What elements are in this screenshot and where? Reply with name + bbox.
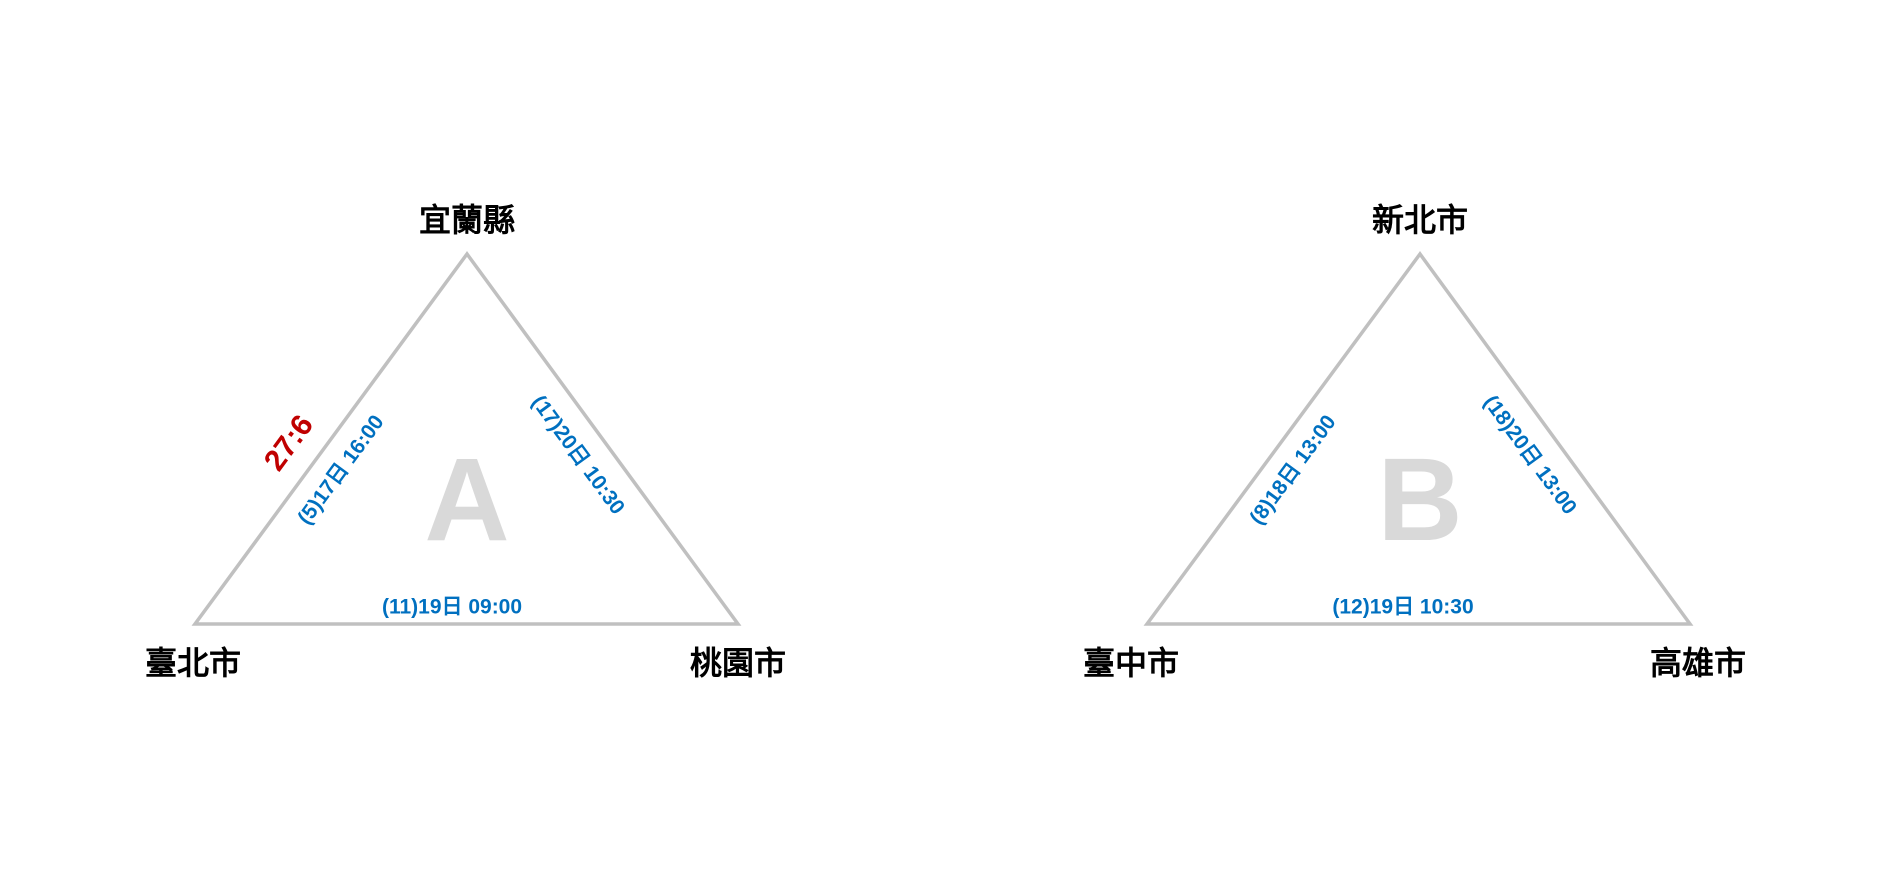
match-bottom-edge: (12)19日 10:30 — [1332, 596, 1473, 619]
team-top: 宜蘭縣 — [419, 202, 515, 238]
group-a-triangle — [191, 251, 742, 626]
group-a-letter: A — [424, 434, 509, 566]
group-b-letter: B — [1377, 434, 1462, 566]
team-bottom-right: 桃園市 — [690, 645, 786, 681]
group-a: A 宜蘭縣 臺北市 桃園市 (5)17日 16:00 (17)20日 10:30… — [145, 202, 786, 681]
team-bottom-left: 臺中市 — [1083, 645, 1179, 681]
team-bottom-left: 臺北市 — [145, 645, 241, 681]
group-b-triangle — [1143, 251, 1694, 626]
group-b: B 新北市 臺中市 高雄市 (8)18日 13:00 (18)20日 13:00… — [1083, 202, 1746, 681]
match-bottom-edge: (11)19日 09:00 — [382, 596, 522, 619]
team-bottom-right: 高雄市 — [1650, 645, 1746, 681]
team-top: 新北市 — [1372, 202, 1468, 238]
